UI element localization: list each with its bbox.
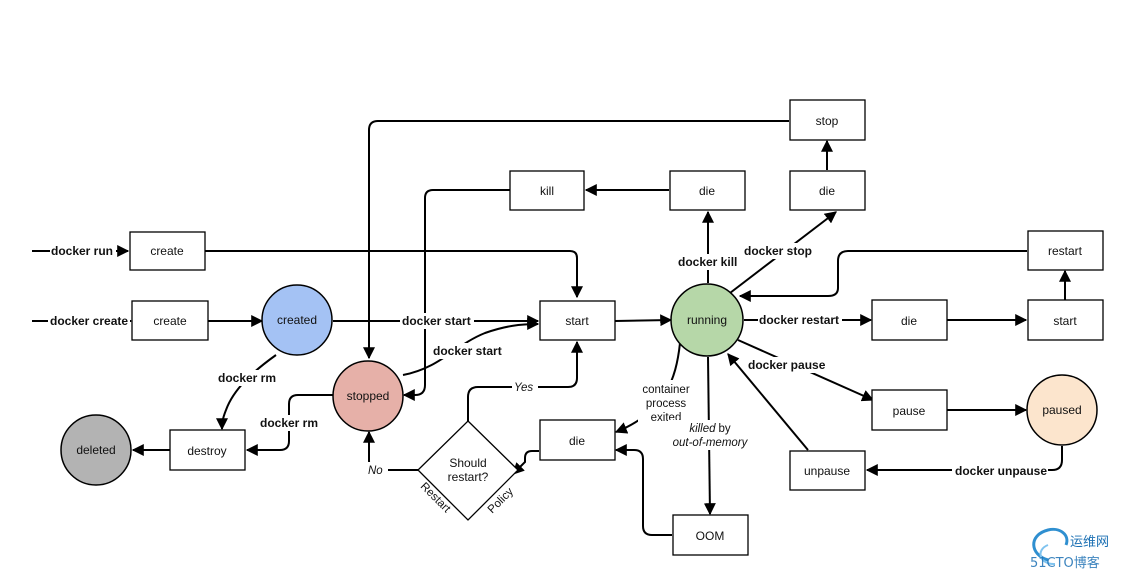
- box-unpause: unpause: [789, 450, 866, 491]
- box-die-restart-label: die: [901, 314, 917, 328]
- box-die-kill: die: [669, 170, 746, 211]
- box-create-run: create: [129, 231, 206, 271]
- watermark-site: 51CTO博客: [1030, 555, 1100, 571]
- label-docker-start-created: docker start: [402, 314, 471, 328]
- decision-line-1: Should: [449, 456, 486, 470]
- box-oom-label: OOM: [696, 529, 725, 543]
- edge-restart-running: [738, 250, 1027, 302]
- edge-paused-unpause: [865, 446, 1063, 476]
- state-created-label: created: [277, 313, 317, 327]
- box-create-create-label: create: [153, 314, 187, 328]
- boxes: create create start kill die die stop r: [129, 99, 1104, 556]
- edge-created-destroy: [216, 354, 277, 431]
- state-deleted-label: deleted: [76, 443, 115, 457]
- box-die-policy-label: die: [569, 434, 585, 448]
- edge-kill-stopped: [402, 189, 510, 401]
- box-die-policy: die: [539, 419, 616, 461]
- edge-stopped-start: [402, 318, 540, 376]
- box-restart-label: restart: [1048, 244, 1083, 258]
- edge-stop-stopped: [363, 120, 789, 360]
- state-running: running: [670, 283, 744, 357]
- state-paused-label: paused: [1042, 403, 1081, 417]
- decision-line-2: restart?: [448, 470, 489, 484]
- edge-start-running: [614, 314, 673, 327]
- box-die-stop-label: die: [819, 184, 835, 198]
- box-stop: stop: [789, 99, 866, 141]
- box-pause: pause: [871, 389, 948, 431]
- box-stop-label: stop: [816, 114, 839, 128]
- label-docker-create: docker create: [50, 314, 128, 328]
- box-die-kill-label: die: [699, 184, 715, 198]
- label-no: No: [368, 465, 383, 477]
- label-docker-stop: docker stop: [744, 244, 812, 258]
- state-deleted: deleted: [60, 414, 132, 486]
- watermark: 运维网 51CTO博客: [1030, 527, 1109, 571]
- state-stopped: stopped: [332, 360, 404, 432]
- label-process: process: [646, 398, 687, 410]
- edge-die-decision: [512, 450, 539, 475]
- state-paused: paused: [1026, 374, 1098, 446]
- box-start-main: start: [539, 300, 616, 341]
- label-docker-start-stopped: docker start: [433, 344, 502, 358]
- label-docker-restart: docker restart: [759, 313, 839, 327]
- box-die-stop: die: [789, 170, 866, 211]
- label-yes: Yes: [514, 382, 533, 394]
- label-docker-pause: docker pause: [748, 358, 826, 372]
- watermark-cn: 运维网: [1070, 535, 1109, 550]
- box-start-restart: start: [1027, 299, 1104, 341]
- box-unpause-label: unpause: [804, 464, 850, 478]
- edge-unpause-running: [727, 353, 809, 451]
- state-created: created: [261, 284, 333, 356]
- label-container: container: [642, 384, 689, 396]
- box-create-run-label: create: [150, 244, 184, 258]
- label-docker-unpause: docker unpause: [955, 464, 1047, 478]
- decision-should-restart: Should restart? Restart Policy: [417, 420, 519, 521]
- edge-labels: docker run docker create docker start do…: [48, 243, 1048, 478]
- box-restart: restart: [1027, 230, 1104, 271]
- label-killed: killed: [689, 423, 716, 435]
- box-die-restart: die: [871, 299, 948, 341]
- state-running-label: running: [687, 313, 727, 327]
- box-kill-label: kill: [540, 184, 554, 198]
- box-start-main-label: start: [565, 314, 589, 328]
- label-by: by: [719, 423, 731, 435]
- label-docker-run: docker run: [51, 244, 113, 258]
- box-start-restart-label: start: [1053, 314, 1077, 328]
- states: created stopped running paused deleted: [60, 283, 1098, 486]
- box-oom: OOM: [672, 514, 749, 556]
- box-kill: kill: [509, 170, 585, 211]
- box-pause-label: pause: [893, 404, 926, 418]
- edge-create-run-start: [205, 250, 583, 299]
- state-stopped-label: stopped: [347, 389, 390, 403]
- label-out-of-memory: out-of-memory: [673, 437, 749, 449]
- box-create-create: create: [131, 300, 209, 341]
- label-docker-rm-created: docker rm: [218, 371, 276, 385]
- label-docker-rm-stopped: docker rm: [260, 416, 318, 430]
- edge-oom-die: [614, 444, 672, 536]
- watermark-logo-icon: [1032, 527, 1069, 566]
- box-destroy-label: destroy: [187, 444, 226, 458]
- label-docker-kill: docker kill: [678, 255, 737, 269]
- box-destroy: destroy: [169, 429, 246, 471]
